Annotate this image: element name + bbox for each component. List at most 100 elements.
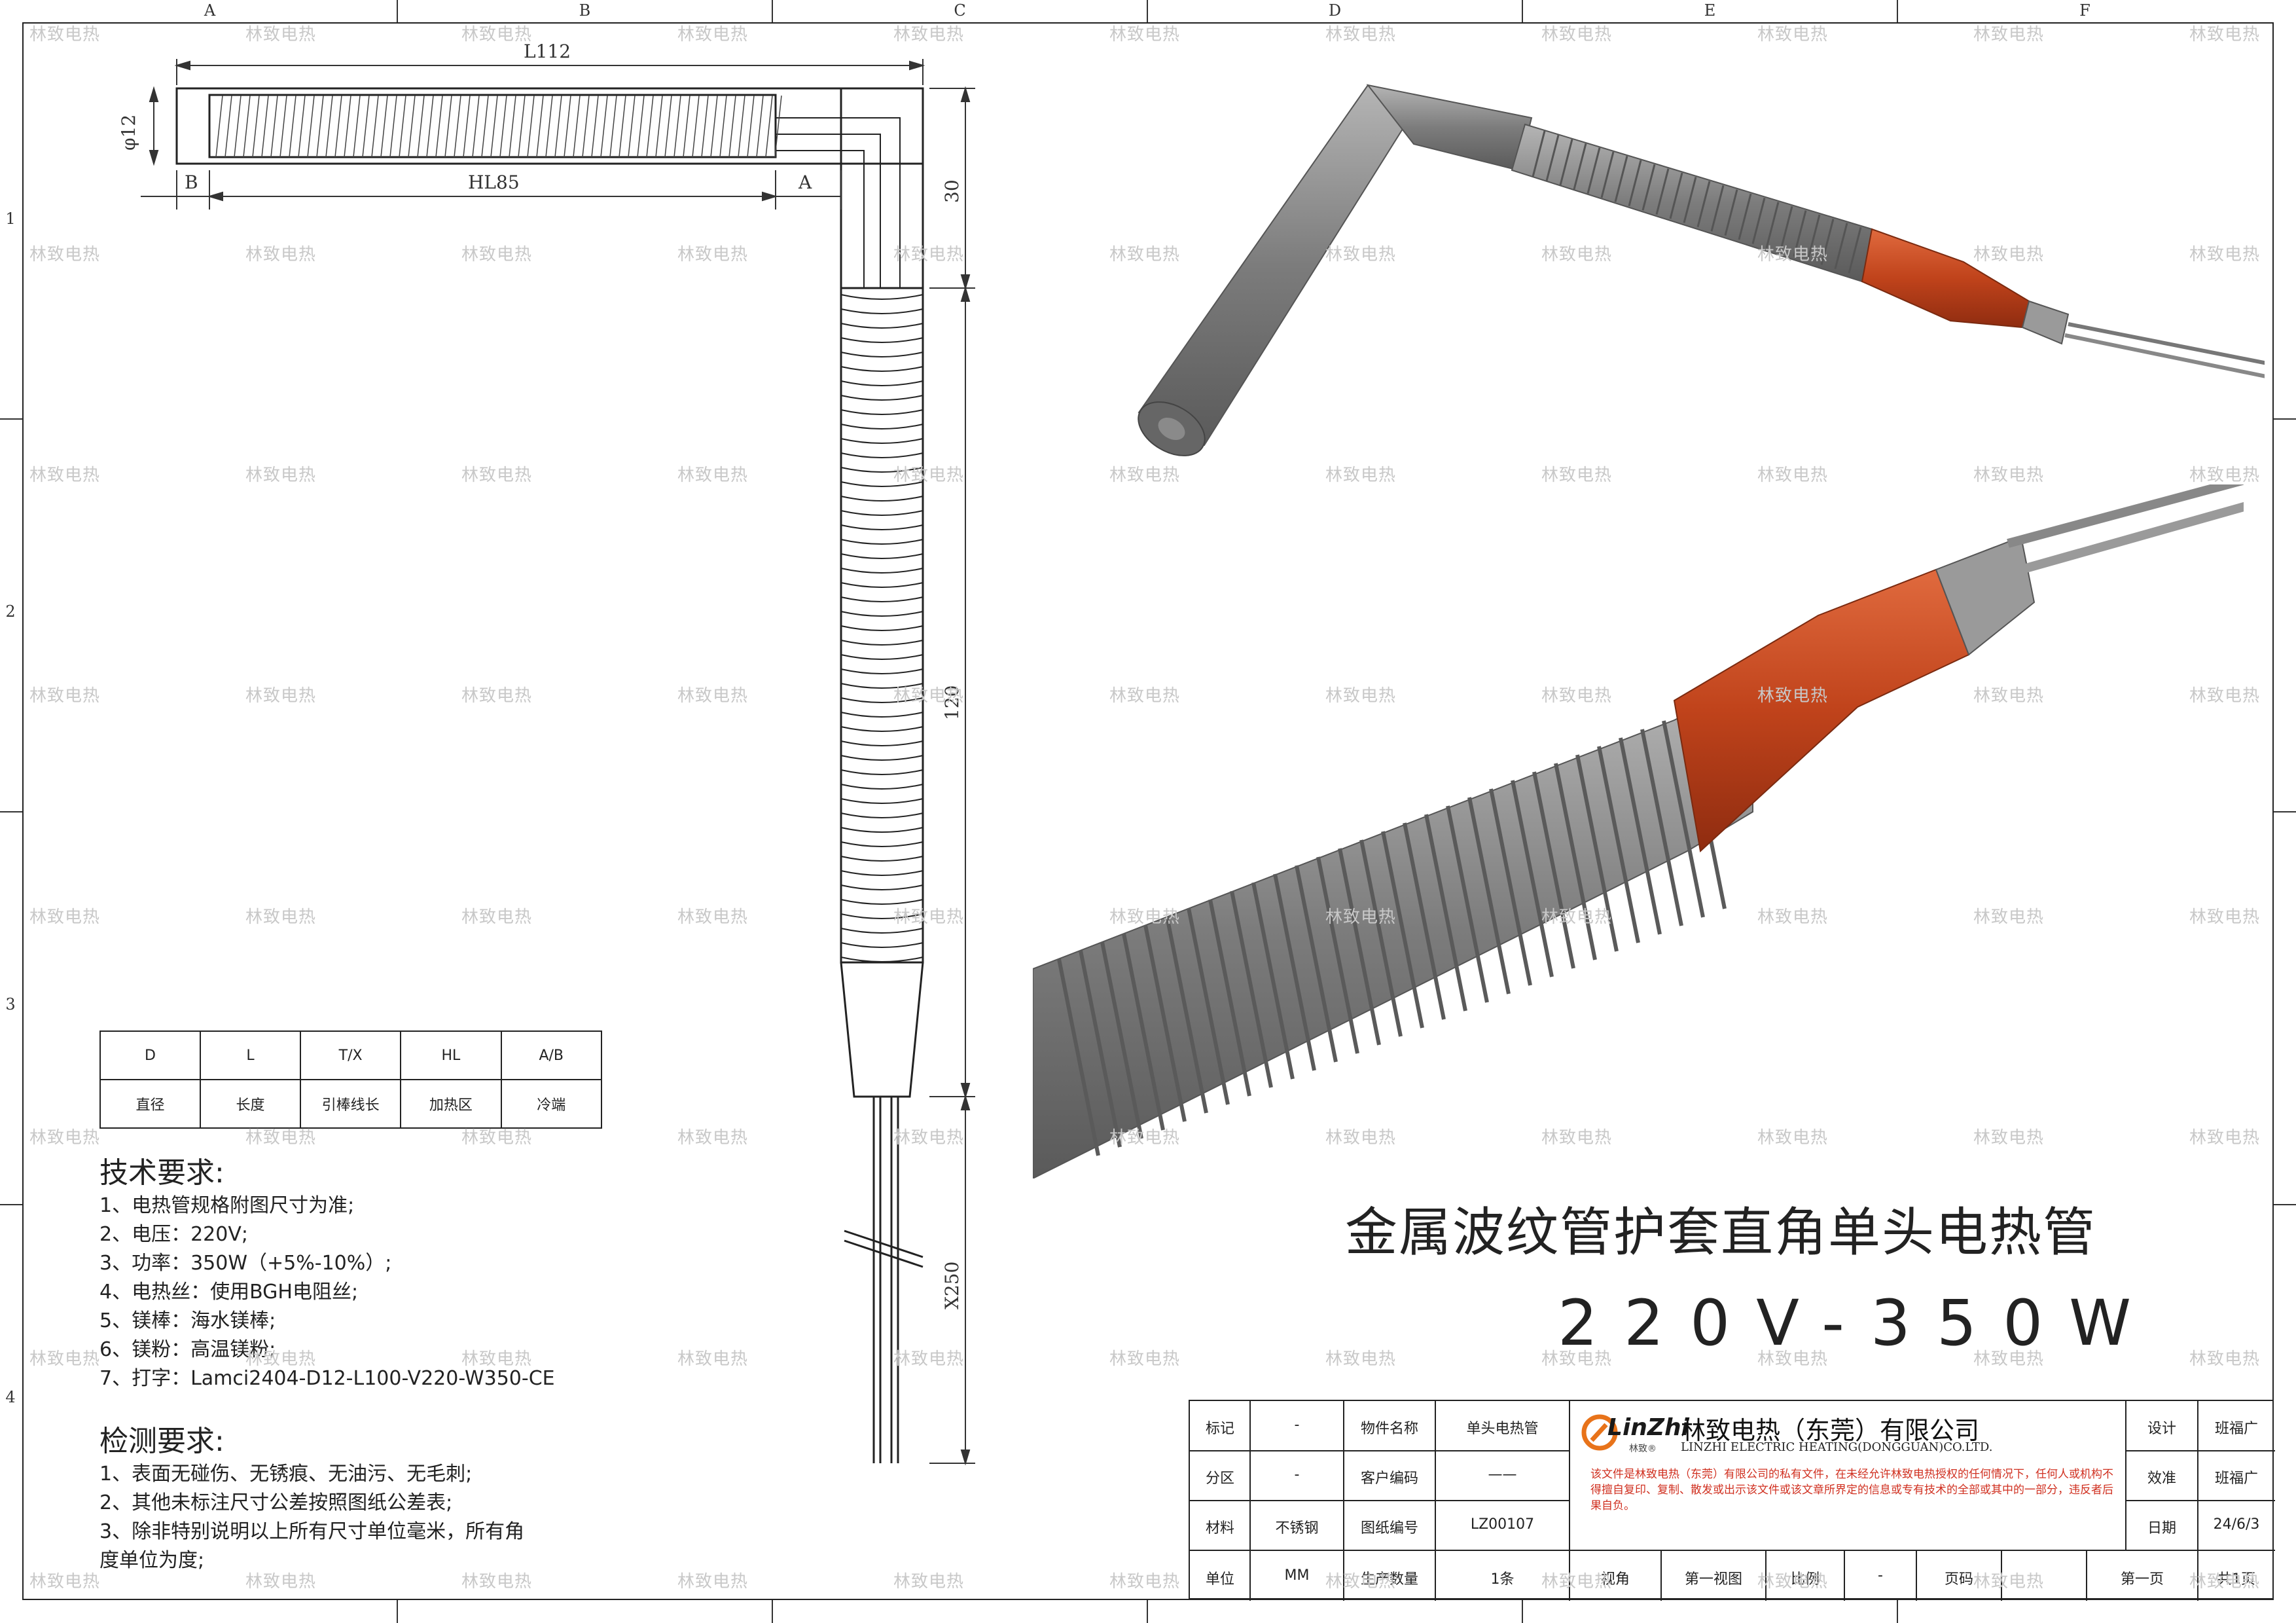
tb-label-design: 设计	[2147, 1421, 2176, 1437]
watermark-text: 林致电热	[1541, 1572, 1613, 1592]
tb-label-material: 材料	[1205, 1520, 1234, 1537]
watermark-text: 林致电热	[893, 907, 965, 927]
row-mark-1: 1	[5, 210, 16, 228]
watermark-text: 林致电热	[893, 1572, 965, 1592]
technical-drawing	[141, 59, 975, 1466]
logo-text: LinZhi	[1607, 1414, 1689, 1441]
tb-value-view: 第一视图	[1684, 1571, 1742, 1588]
watermark-text: 林致电热	[1757, 1572, 1829, 1592]
watermark-text: 林致电热	[461, 686, 533, 706]
tb-label-date: 日期	[2147, 1520, 2176, 1537]
company-logo: LinZhi 林致®	[1580, 1408, 1689, 1460]
tb-label-view: 视角	[1600, 1571, 1630, 1588]
spec-header-cell: L	[199, 1030, 301, 1080]
spec-header-row: D L T/X HL A/B	[99, 1030, 602, 1080]
company-name-en: LINZHI ELECTRIC HEATING(DONGGUAN)CO.LTD.	[1681, 1440, 1993, 1454]
col-mark-e: E	[1704, 1, 1716, 20]
watermark-text: 林致电热	[1325, 465, 1397, 485]
watermark-text: 林致电热	[29, 1349, 101, 1369]
tb-value-item-name: 单头电热管	[1466, 1421, 1539, 1437]
tb-value-customer-code: ——	[1488, 1467, 1517, 1483]
watermark-text: 林致电热	[1541, 1128, 1613, 1148]
tech-requirements: 技术要求: 1、电热管规格附图尺寸为准; 2、电压：220V; 3、功率：350…	[99, 1159, 555, 1393]
logo-mark-icon	[1581, 1414, 1618, 1451]
title-block: 标记 - 物件名称 单头电热管 分区 - 客户编码 —— 材料 不锈钢 图纸编号…	[1189, 1400, 2275, 1601]
watermark-text: 林致电热	[245, 245, 317, 264]
inspection-item: 2、其他未标注尺寸公差按照图纸公差表;	[99, 1491, 453, 1514]
row-mark-2: 2	[5, 602, 16, 621]
watermark-text: 林致电热	[1973, 25, 2045, 45]
inspection-item: 1、表面无碰伤、无锈痕、无油污、无毛刺;	[99, 1463, 473, 1486]
spec-header-cell: D	[99, 1030, 201, 1080]
row-mark-4: 4	[5, 1388, 16, 1406]
company-name-cn: 林致电热（东莞）有限公司	[1681, 1416, 1980, 1445]
watermark-text: 林致电热	[245, 1572, 317, 1592]
tb-value-mark: -	[1294, 1417, 1300, 1433]
spec-value-cell: 冷端	[500, 1079, 602, 1129]
product-rating: 220V-350W	[1558, 1286, 2158, 1360]
tb-label-unit: 单位	[1205, 1571, 1234, 1588]
watermark-text: 林致电热	[1757, 1349, 1829, 1369]
watermark-text: 林致电热	[461, 245, 533, 264]
watermark-text: 林致电热	[1757, 25, 1829, 45]
watermark-text: 林致电热	[677, 465, 749, 485]
watermark-text: 林致电热	[461, 1349, 533, 1369]
tb-label-customer-code: 客户编码	[1360, 1470, 1418, 1487]
spec-header-cell: T/X	[299, 1030, 402, 1080]
watermark-text: 林致电热	[893, 465, 965, 485]
watermark-text: 林致电热	[1325, 907, 1397, 927]
dim-diameter: φ12	[118, 114, 139, 151]
tb-value-unit: MM	[1284, 1567, 1310, 1584]
watermark-text: 林致电热	[2189, 245, 2261, 264]
watermark-text: 林致电热	[1109, 907, 1181, 927]
watermark-text: 林致电热	[1973, 1349, 2045, 1369]
watermark-text: 林致电热	[29, 907, 101, 927]
tb-value-quantity: 1条	[1490, 1571, 1515, 1588]
watermark-text: 林致电热	[2189, 1128, 2261, 1148]
watermark-text: 林致电热	[1325, 1572, 1397, 1592]
watermark-text: 林致电热	[1109, 1572, 1181, 1592]
spec-table: D L T/X HL A/B 直径 长度 引棒线长 加热区 冷端	[99, 1030, 602, 1129]
watermark-text: 林致电热	[677, 245, 749, 264]
tb-value-total-pages: 共1页	[2217, 1571, 2255, 1588]
watermark-text: 林致电热	[1973, 907, 2045, 927]
watermark-text: 林致电热	[1325, 1128, 1397, 1148]
watermark-text: 林致电热	[461, 1128, 533, 1148]
watermark-text: 林致电热	[1973, 245, 2045, 264]
watermark-text: 林致电热	[2189, 1349, 2261, 1369]
watermark-text: 林致电热	[1541, 686, 1613, 706]
watermark-text: 林致电热	[29, 465, 101, 485]
watermark-text: 林致电热	[461, 25, 533, 45]
watermark-text: 林致电热	[2189, 1572, 2261, 1592]
product-title: 金属波纹管护套直角单头电热管	[1345, 1202, 2096, 1263]
watermark-text: 林致电热	[1325, 686, 1397, 706]
dim-x250: X250	[941, 1261, 963, 1309]
watermark-text: 林致电热	[2189, 25, 2261, 45]
col-mark-a: A	[204, 1, 216, 20]
tech-item: 5、镁棒：海水镁棒;	[99, 1309, 276, 1332]
watermark-text: 林致电热	[1109, 465, 1181, 485]
inspection-item: 3、除非特别说明以上所有尺寸单位毫米，所有角	[99, 1520, 525, 1543]
spec-header-cell: A/B	[500, 1030, 602, 1080]
tech-item: 1、电热管规格附图尺寸为准;	[99, 1194, 355, 1217]
watermark-text: 林致电热	[29, 686, 101, 706]
watermark-text: 林致电热	[29, 245, 101, 264]
watermark-text: 林致电热	[461, 465, 533, 485]
watermark-text: 林致电热	[1973, 686, 2045, 706]
dim-b: B	[185, 172, 198, 193]
watermark-text: 林致电热	[893, 1128, 965, 1148]
tb-value-date: 24/6/3	[2213, 1516, 2260, 1533]
watermark-text: 林致电热	[893, 1349, 965, 1369]
watermark-text: 林致电热	[1109, 1349, 1181, 1369]
spec-header-cell: HL	[400, 1030, 502, 1080]
tb-value-design: 班福广	[2214, 1421, 2258, 1437]
watermark-text: 林致电热	[29, 25, 101, 45]
inspection-requirements: 检测要求: 1、表面无碰伤、无锈痕、无油污、无毛刺; 2、其他未标注尺寸公差按照…	[99, 1427, 524, 1575]
tb-value-zone: -	[1294, 1467, 1300, 1483]
watermark-text: 林致电热	[677, 1572, 749, 1592]
watermark-text: 林致电热	[2189, 465, 2261, 485]
tb-label-page: 页码	[1944, 1571, 1973, 1588]
watermark-text: 林致电热	[1757, 907, 1829, 927]
spec-value-cell: 直径	[99, 1079, 201, 1129]
